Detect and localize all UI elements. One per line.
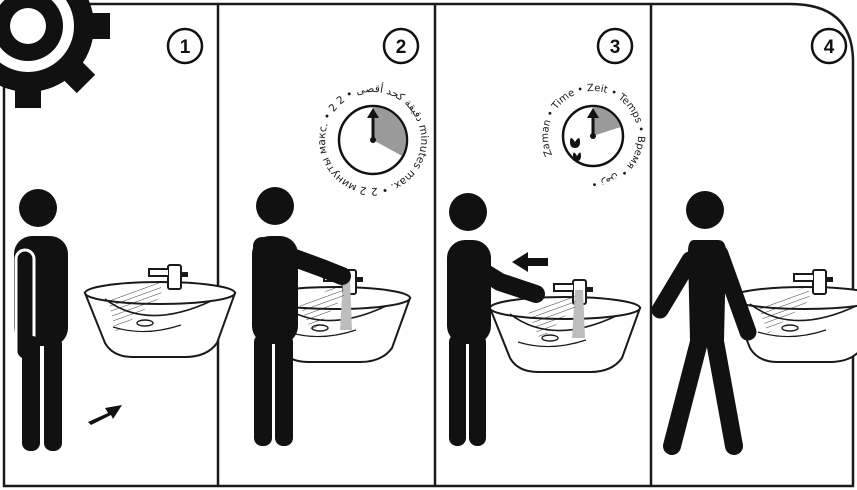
step-3-badge: 3 xyxy=(598,29,632,63)
step-2-number: 2 xyxy=(396,37,407,58)
step-4-badge: 4 xyxy=(812,29,846,63)
step-2-badge: 2 xyxy=(384,29,418,63)
step-1-badge: 1 xyxy=(168,29,202,63)
step-3-number: 3 xyxy=(610,37,621,58)
step-4-number: 4 xyxy=(824,37,835,58)
step-1-number: 1 xyxy=(180,37,191,58)
